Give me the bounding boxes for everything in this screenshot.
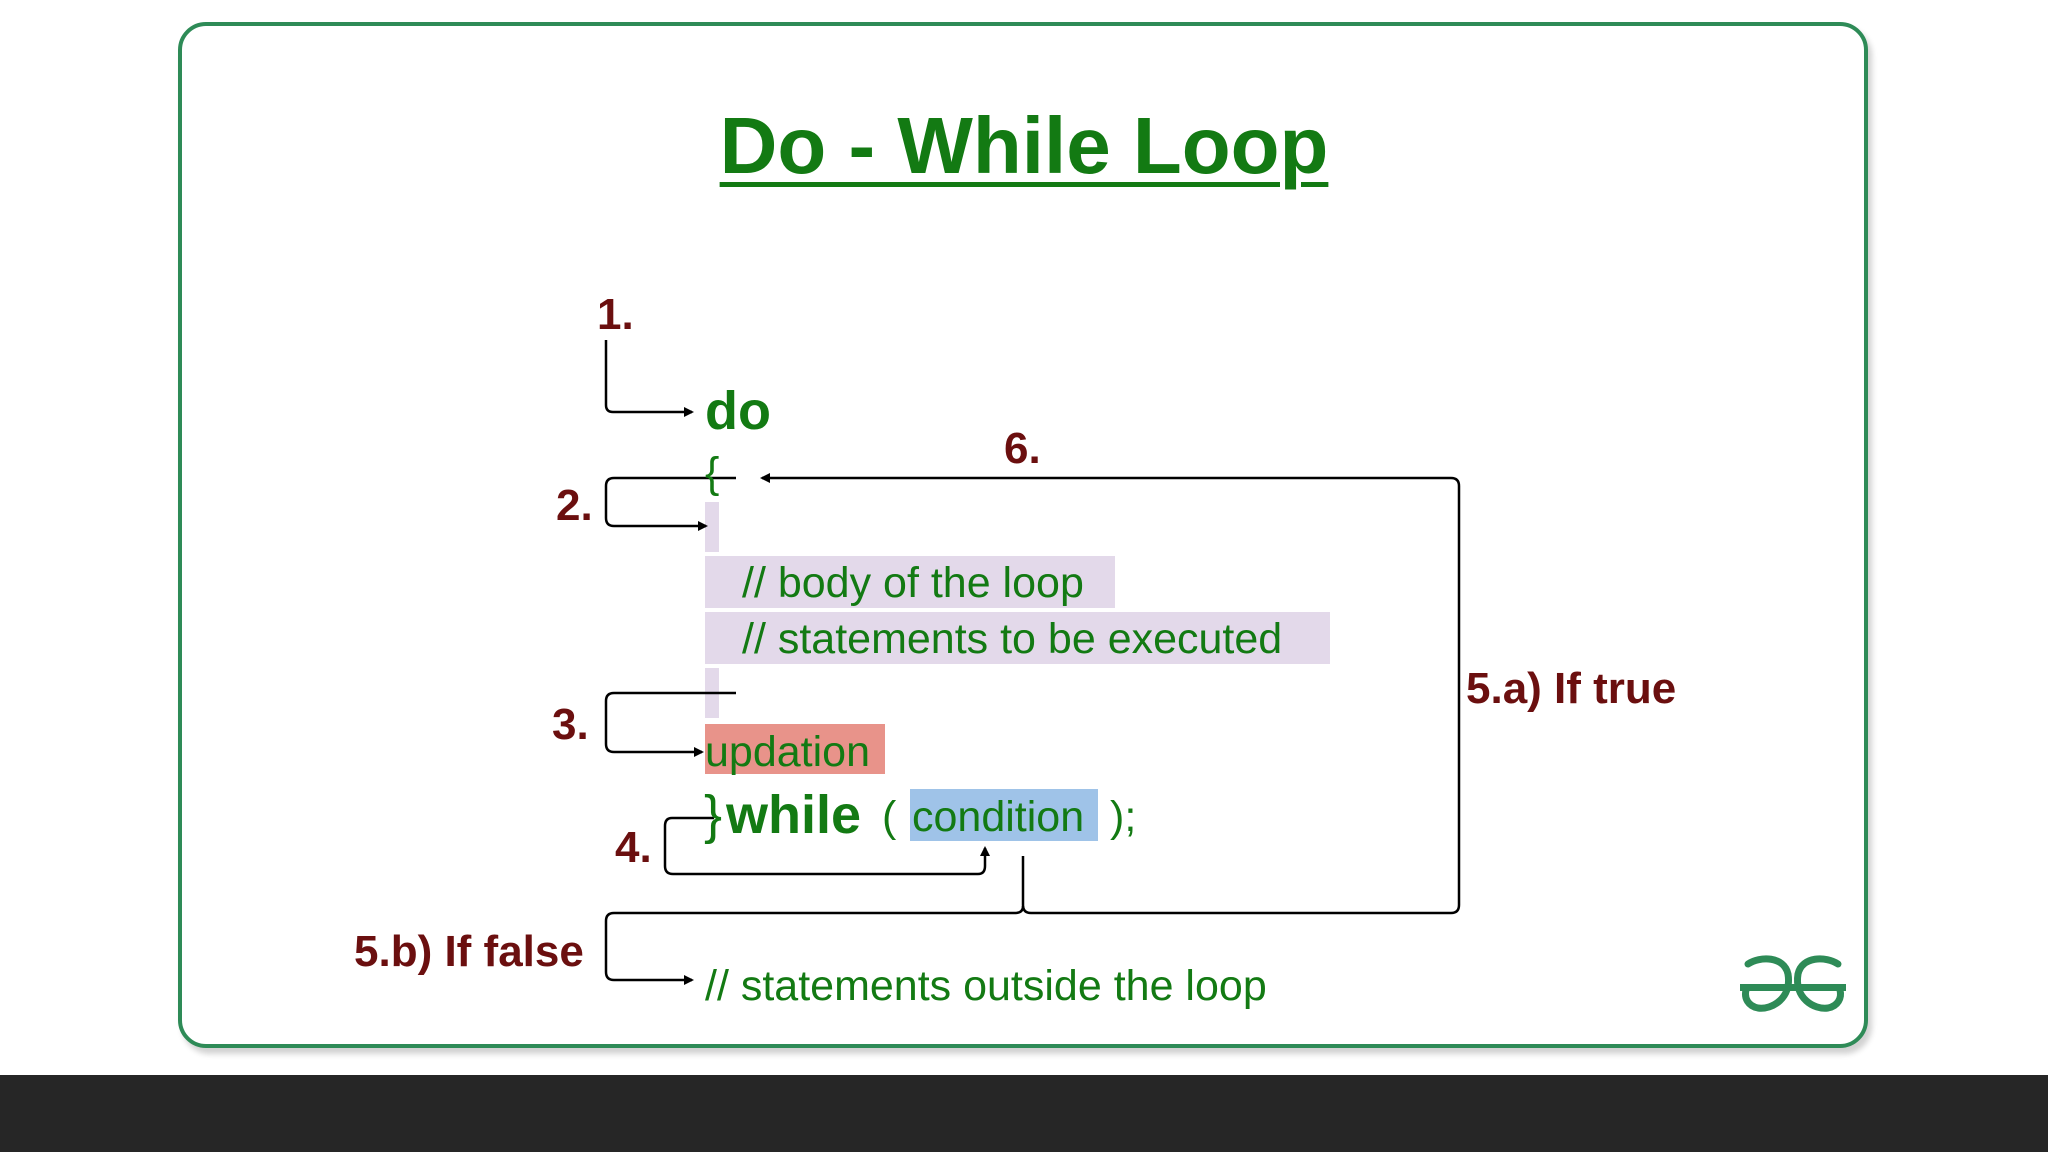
body-highlight-line-2 — [705, 612, 1330, 664]
condition-highlight — [910, 789, 1098, 841]
updation-highlight — [705, 724, 885, 774]
while-keyword: while — [726, 785, 862, 845]
close-paren-semicolon: ); — [1110, 793, 1137, 841]
body-highlight-strip-top — [705, 502, 719, 552]
step-5a-label: 5.a) If true — [1466, 664, 1677, 713]
step-4-label: 4. — [615, 823, 652, 872]
geeksforgeeks-logo-icon — [1740, 955, 1846, 1012]
bottom-bar — [0, 1075, 2048, 1152]
step-5b-label: 5.b) If false — [354, 927, 584, 976]
open-brace: { — [705, 449, 720, 497]
comment-statements-outside: // statements outside the loop — [705, 962, 1267, 1010]
arrow-step-1 — [604, 340, 694, 417]
updation-text: updation — [705, 728, 870, 776]
body-highlight-line-1 — [705, 556, 1115, 608]
arrow-step-2 — [604, 476, 736, 531]
close-brace: } — [704, 785, 723, 845]
step-3-label: 3. — [552, 700, 589, 749]
arrow-step-5a-6 — [760, 473, 1461, 915]
step-6-label: 6. — [1004, 424, 1041, 473]
open-paren: ( — [882, 793, 897, 841]
diagram-title: Do - While Loop — [719, 101, 1329, 190]
comment-body-of-loop: // body of the loop — [742, 559, 1084, 607]
step-1-label: 1. — [597, 290, 634, 339]
condition-text: condition — [912, 793, 1085, 841]
step-2-label: 2. — [556, 481, 593, 530]
arrow-step-5b — [604, 905, 1025, 985]
arrow-step-4 — [663, 816, 990, 876]
comment-statements-executed: // statements to be executed — [742, 615, 1283, 663]
do-keyword: do — [705, 381, 771, 441]
arrow-step-3 — [604, 691, 736, 757]
